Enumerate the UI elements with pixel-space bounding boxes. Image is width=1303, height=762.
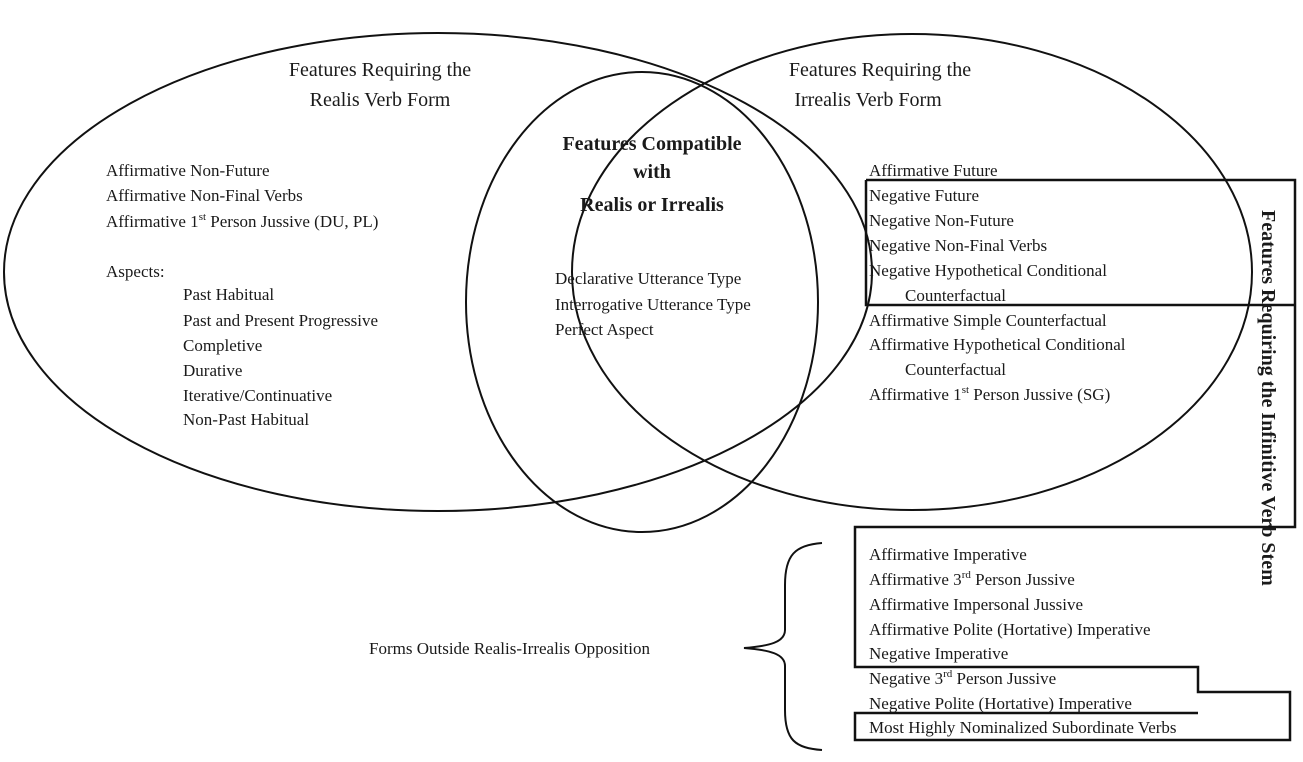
irrealis-negative-box [864, 180, 1295, 307]
outside-item: Most Highly Nominalized Subordinate Verb… [869, 718, 1177, 737]
realis-title-line1: Features Requiring the [289, 59, 471, 81]
realis-aspect: Past Habitual [183, 285, 274, 304]
irrealis-item: Affirmative Future [869, 161, 998, 180]
realis-item: Affirmative Non-Future [106, 161, 270, 180]
realis-aspect: Completive [183, 336, 262, 355]
compatible-title-line1: Features Compatible [562, 133, 741, 155]
compatible-item: Interrogative Utterance Type [555, 295, 751, 314]
infinitive-box-outline [853, 178, 1297, 742]
outside-neg-jussive3: Negative 3rd Person Jussive [869, 668, 1056, 688]
outside-item: Affirmative Impersonal Jussive [869, 595, 1083, 614]
irrealis-item: Counterfactual [905, 360, 1006, 379]
compatible-title-line3: Realis or Irrealis [580, 194, 724, 216]
compatible-item: Perfect Aspect [555, 320, 654, 339]
realis-aspect: Past and Present Progressive [183, 311, 378, 330]
irrealis-item: Negative Non-Final Verbs [869, 236, 1047, 255]
irrealis-item: Affirmative Simple Counterfactual [869, 311, 1107, 330]
realis-aspect: Durative [183, 361, 242, 380]
realis-ellipse [3, 32, 873, 512]
irrealis-item: Affirmative Hypothetical Conditional [869, 335, 1126, 354]
compatible-title-line2: with [633, 161, 671, 183]
realis-aspects-label: Aspects: [106, 262, 165, 281]
irrealis-item: Negative Non-Future [869, 211, 1014, 230]
irrealis-item: Counterfactual [905, 286, 1006, 305]
irrealis-item: Negative Future [869, 186, 979, 205]
outside-jussive3: Affirmative 3rd Person Jussive [869, 569, 1075, 589]
outside-item: Negative Imperative [869, 644, 1008, 663]
compatible-item: Declarative Utterance Type [555, 269, 741, 288]
compatible-ellipse [465, 71, 819, 533]
irrealis-title-line2: Irrealis Verb Form [794, 89, 942, 111]
irrealis-item: Negative Hypothetical Conditional [869, 261, 1107, 280]
irrealis-jussive: Affirmative 1st Person Jussive (SG) [869, 384, 1110, 404]
infinitive-label: Features Requiring the Infinitive Verb S… [1257, 210, 1279, 586]
irrealis-title-line1: Features Requiring the [789, 59, 971, 81]
outside-item: Affirmative Polite (Hortative) Imperativ… [869, 620, 1151, 639]
realis-aspect: Non-Past Habitual [183, 410, 309, 429]
outside-label: Forms Outside Realis-Irrealis Opposition [369, 639, 650, 658]
realis-jussive: Affirmative 1st Person Jussive (DU, PL) [106, 211, 378, 231]
realis-item: Affirmative Non-Final Verbs [106, 186, 303, 205]
outside-brace [743, 542, 823, 751]
irrealis-ellipse [571, 33, 1253, 511]
outside-item: Negative Polite (Hortative) Imperative [869, 694, 1132, 713]
outside-item: Affirmative Imperative [869, 545, 1027, 564]
realis-aspect: Iterative/Continuative [183, 386, 332, 405]
realis-title-line2: Realis Verb Form [310, 89, 451, 111]
